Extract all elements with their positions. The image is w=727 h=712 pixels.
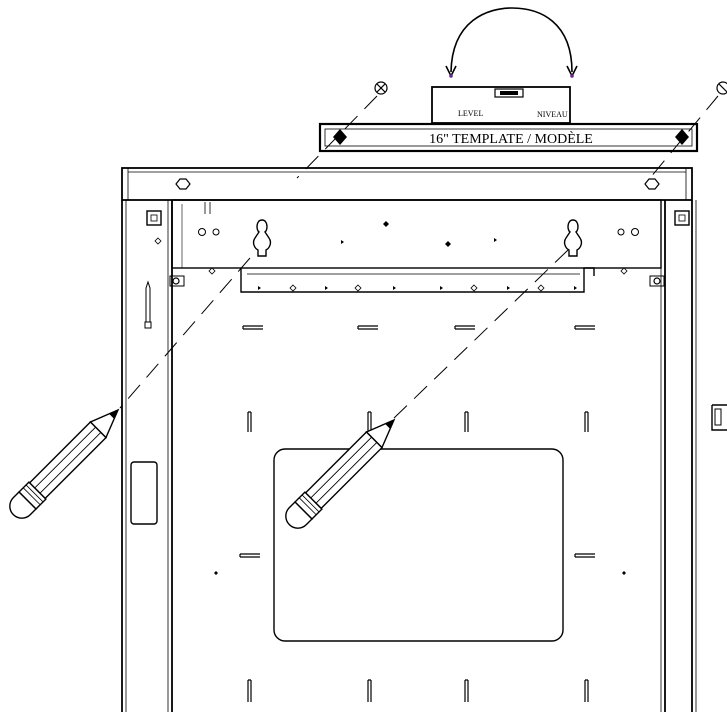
back-panel-dots (214, 571, 626, 575)
level-label-en: LEVEL (458, 109, 483, 118)
back-panel-slots (239, 325, 595, 702)
template-bar: 16" TEMPLATE / MODÈLE (318, 122, 699, 153)
pencil-icon (9, 408, 120, 519)
screw-icon (374, 81, 388, 95)
level-label-fr: NIVEAU (537, 110, 568, 119)
rotate-arrow-icon (445, 7, 578, 78)
alignment-lines (119, 95, 719, 421)
template-mark-right (675, 129, 689, 145)
bracket-marks (258, 221, 577, 290)
bracket-diamonds (154, 237, 628, 292)
hanging-bracket (171, 199, 662, 293)
template-label: 16" TEMPLATE / MODÈLE (429, 130, 593, 147)
template-mark-left (333, 129, 347, 145)
level-icon: LEVEL NIVEAU (431, 86, 571, 124)
screw-icon (716, 81, 727, 95)
back-panel-cutout (273, 448, 564, 642)
pencil-icon (285, 418, 396, 529)
cabinet (121, 167, 727, 712)
